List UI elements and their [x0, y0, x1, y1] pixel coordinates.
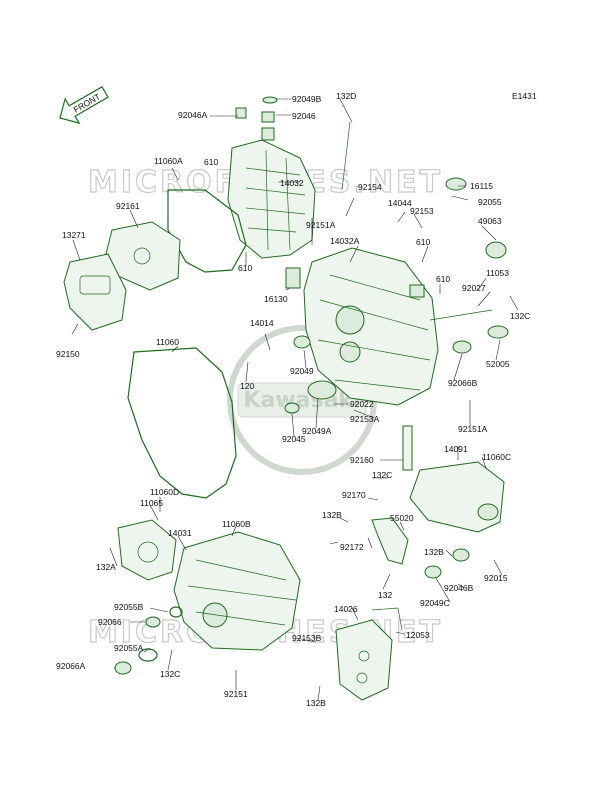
label-92049C: 92049C: [420, 598, 450, 608]
diagram-code: E1431: [512, 91, 537, 101]
lever-55020: [371, 517, 409, 565]
label-92046B: 92046B: [444, 583, 474, 593]
crankcase-cover-main: [303, 247, 439, 406]
cover-11065: [117, 519, 177, 581]
label-92055A: 92055A: [114, 643, 144, 653]
seal-52005: [487, 325, 509, 339]
label-92161: 92161: [116, 201, 140, 211]
label-92154: 92154: [358, 182, 382, 192]
bushing-16130: [285, 267, 301, 289]
label-132A: 132A: [96, 562, 116, 572]
label-11060: 11060: [156, 337, 179, 347]
label-132B-c: 132B: [306, 698, 326, 708]
label-92049A: 92049A: [302, 426, 332, 436]
leader-lines: [71, 98, 519, 701]
label-92066B: 92066B: [448, 378, 478, 388]
label-92045: 92045: [282, 434, 306, 444]
label-132D: 132D: [336, 91, 356, 101]
label-14014: 14014: [250, 318, 274, 328]
label-92049B: 92049B: [292, 94, 322, 104]
label-14032: 14032: [280, 178, 304, 188]
label-49063: 49063: [478, 216, 502, 226]
cover-14091: [409, 461, 505, 533]
label-92055B: 92055B: [114, 602, 144, 612]
label-132B-b: 132B: [424, 547, 444, 557]
shaft-11053: [429, 309, 493, 321]
label-92027: 92027: [462, 283, 486, 293]
clutch-cover-upper: [227, 96, 351, 259]
label-92160: 92160: [350, 455, 374, 465]
seal-49063: [485, 241, 507, 259]
label-610d: 610: [436, 274, 450, 284]
seal-92066b: [452, 340, 472, 354]
label-132B-a: 132B: [322, 510, 342, 520]
label-92046: 92046: [292, 111, 316, 121]
seal-92049a: [307, 380, 337, 400]
label-92172: 92172: [340, 542, 364, 552]
label-14044: 14044: [388, 198, 412, 208]
label-132C-r: 132C: [510, 311, 530, 321]
label-92049: 92049: [290, 366, 314, 376]
front-arrow: FRONT: [59, 85, 109, 125]
label-11060C: 11060C: [482, 452, 511, 462]
label-92066A: 92066A: [56, 661, 86, 671]
label-11060A: 11060A: [154, 156, 183, 166]
label-92022: 92022: [350, 399, 374, 409]
label-16115: 16115: [470, 181, 493, 191]
crankcase-cover-lower: [173, 531, 301, 651]
label-92066: 92066: [98, 617, 122, 627]
label-92150: 92150: [56, 349, 80, 359]
label-14091: 14091: [444, 444, 468, 454]
label-92046A: 92046A: [178, 110, 208, 120]
label-11065: 11065: [140, 498, 163, 508]
label-92153: 92153: [410, 206, 434, 216]
seal-92045: [284, 402, 300, 414]
label-92055: 92055: [478, 197, 502, 207]
label-14026: 14026: [334, 604, 358, 614]
label-13271: 13271: [62, 230, 86, 240]
label-16130: 16130: [264, 294, 288, 304]
label-132C-m: 132C: [372, 470, 392, 480]
label-92151A-bot: 92151A: [458, 424, 488, 434]
gasket-11060: [127, 347, 237, 499]
label-11053: 11053: [486, 268, 509, 278]
label-55020: 55020: [390, 513, 414, 523]
pin-92160: [402, 425, 413, 471]
label-92151A-top: 92151A: [306, 220, 336, 230]
label-14031: 14031: [168, 528, 192, 538]
label-610a: 610: [204, 157, 218, 167]
shield-13271: [63, 253, 127, 331]
label-132: 132: [378, 590, 392, 600]
label-610b: 610: [416, 237, 430, 247]
label-11060D: 11060D: [150, 487, 179, 497]
label-12053: 12053: [406, 630, 430, 640]
label-120: 120: [240, 381, 254, 391]
plug-16115: [445, 177, 467, 191]
label-11060B: 11060B: [222, 519, 251, 529]
label-92015: 92015: [484, 573, 508, 583]
label-92153A: 92153A: [350, 414, 380, 424]
watermark-logo-text: Kawasaki: [243, 388, 360, 413]
label-92153B: 92153B: [292, 633, 322, 643]
label-610c: 610: [238, 263, 252, 273]
label-52005: 52005: [486, 359, 510, 369]
guard-14026: [335, 619, 393, 701]
part-labels: 132D 92049B 92046A 92046 11060A 610 1403…: [56, 91, 530, 708]
label-92170: 92170: [342, 490, 366, 500]
label-132C-b: 132C: [160, 669, 180, 679]
seal-92049: [293, 335, 311, 349]
label-14032A: 14032A: [330, 236, 360, 246]
label-92151: 92151: [224, 689, 248, 699]
chain-guide-12053: [371, 607, 403, 631]
